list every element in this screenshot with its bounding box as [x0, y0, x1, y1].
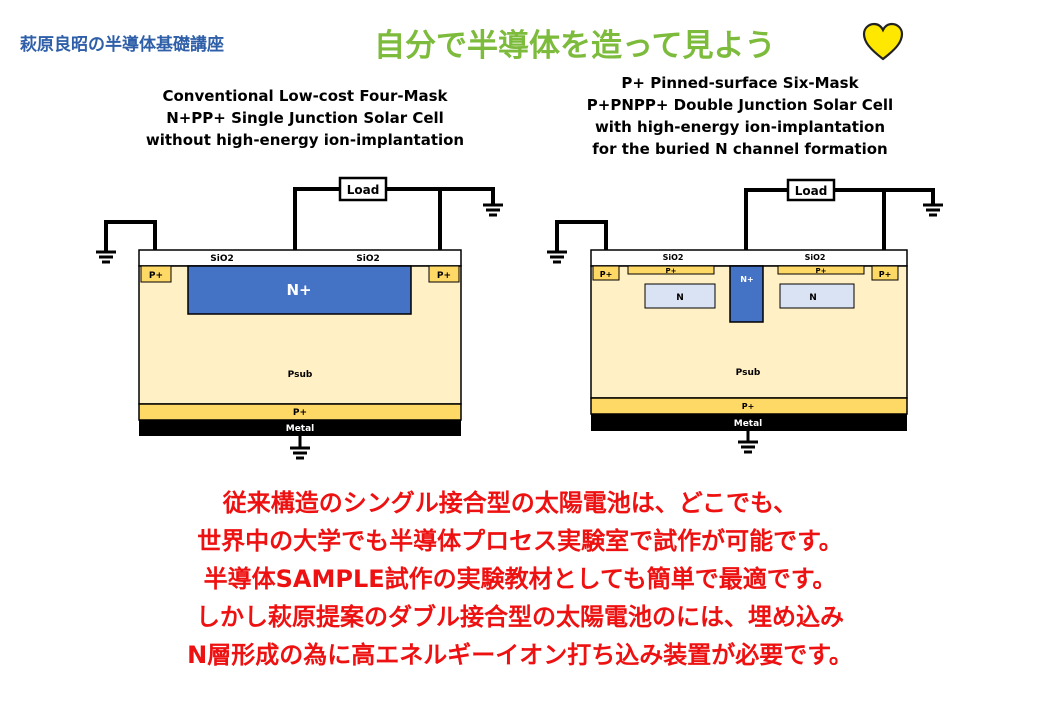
explanation-text: 従来構造のシングル接合型の太陽電池は、どこでも、 世界中の大学でも半導体プロセス… [0, 484, 1040, 674]
p-plus-label: P+ [293, 408, 307, 418]
n-plus-label: N+ [740, 275, 753, 284]
load-label: Load [795, 184, 828, 198]
metal-layer [139, 420, 461, 436]
sio2-label: SiO2 [663, 253, 684, 262]
p-plus-label: P+ [666, 267, 677, 275]
p-plus-pinning-right [777, 265, 865, 275]
caption-line: with high-energy ion-implantation [594, 118, 886, 136]
double-junction-diagram: Load SiO2 SiO2 P+ P+ N+ P+ P+ N N Psub P… [547, 178, 943, 454]
psub-label: Psub [288, 370, 313, 380]
n-plus-label: N+ [286, 281, 311, 299]
explanation-line: 世界中の大学でも半導体プロセス実験室で試作が可能です。 [197, 527, 843, 555]
n-buried-right [779, 283, 855, 309]
explanation-line: 半導体SAMPLE試作の実験教材としても簡単で最適です。 [203, 565, 837, 593]
ground-icon [483, 203, 503, 217]
p-plus-contact-right [871, 265, 899, 281]
load-box [786, 178, 836, 202]
p-plus-contact-right [428, 265, 460, 283]
heart-icon [862, 22, 904, 61]
explanation-line: 従来構造のシングル接合型の太陽電池は、どこでも、 [222, 489, 798, 517]
n-plus-column [729, 265, 764, 323]
sio2-label: SiO2 [210, 254, 233, 264]
caption-line: P+ Pinned-surface Six-Mask [621, 74, 859, 92]
n-label: N [809, 293, 817, 303]
n-label: N [676, 293, 684, 303]
sio2-label: SiO2 [356, 254, 379, 264]
p-plus-label: P+ [879, 270, 892, 279]
ground-icon [547, 250, 567, 264]
p-plus-label: P+ [149, 271, 163, 281]
single-junction-diagram: Load SiO2 SiO2 P+ P+ N+ Psub P+ Metal [96, 176, 503, 460]
load-box [338, 176, 388, 202]
load-label: Load [347, 183, 380, 197]
oxide-layer [590, 249, 908, 267]
metal-label: Metal [734, 419, 763, 429]
main-title: 自分で半導体を造って見よう [374, 28, 776, 64]
caption-line: for the buried N channel formation [592, 140, 888, 158]
series-title: 萩原良昭の半導体基礎講座 [20, 35, 224, 55]
p-plus-pinning-left [627, 265, 715, 275]
p-plus-label: P+ [600, 270, 613, 279]
caption-line: Conventional Low-cost Four-Mask [162, 87, 448, 105]
ground-icon [290, 446, 310, 460]
right-diagram-caption: P+ Pinned-surface Six-Mask P+PNPP+ Doubl… [540, 72, 940, 160]
ground-icon [738, 440, 758, 454]
psub-label: Psub [736, 368, 761, 378]
p-plus-contact-left [140, 265, 172, 283]
metal-label: Metal [286, 424, 315, 434]
p-plus-label: P+ [742, 402, 755, 411]
left-diagram-caption: Conventional Low-cost Four-Mask N+PP+ Si… [95, 85, 515, 151]
n-plus-region [187, 265, 412, 315]
explanation-line: N層形成の為に高エネルギーイオン打ち込み装置が必要です。 [187, 641, 853, 669]
p-plus-contact-left [592, 265, 620, 281]
ground-icon [923, 203, 943, 217]
caption-line: N+PP+ Single Junction Solar Cell [166, 109, 444, 127]
p-plus-label: P+ [437, 271, 451, 281]
metal-layer [591, 414, 907, 431]
caption-line: P+PNPP+ Double Junction Solar Cell [586, 96, 894, 114]
n-buried-left [644, 283, 716, 309]
ground-icon [96, 250, 116, 264]
caption-line: without high-energy ion-implantation [145, 131, 465, 149]
sio2-label: SiO2 [805, 253, 826, 262]
explanation-line: しかし萩原提案のダブル接合型の太陽電池のには、埋め込み [196, 603, 844, 631]
p-plus-label: P+ [816, 267, 827, 275]
